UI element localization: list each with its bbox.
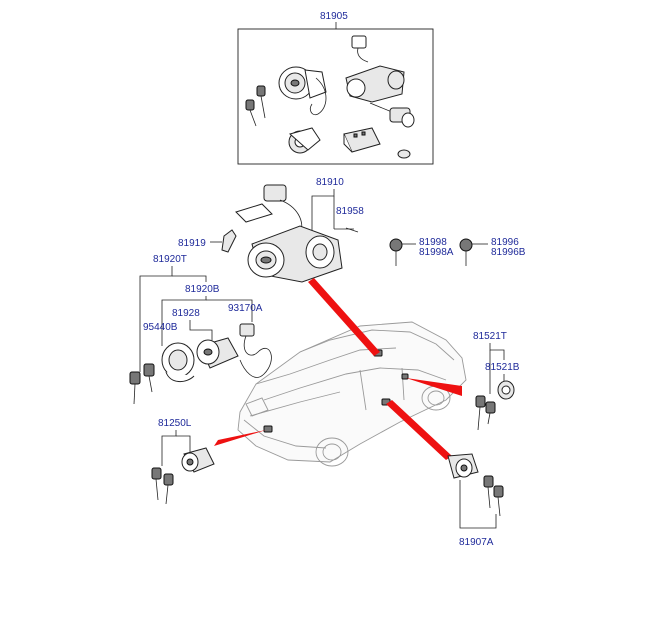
label-81907A: 81907A xyxy=(459,537,494,548)
label-81920B: 81920B xyxy=(185,284,220,295)
label-81998: 81998 xyxy=(419,237,447,248)
wiring-93170a xyxy=(239,323,272,378)
pointer-passenger-door xyxy=(386,400,452,460)
label-81920T: 81920T xyxy=(153,254,187,265)
label-81521T: 81521T xyxy=(473,331,507,342)
door-lock-81907a-group: 81907A xyxy=(447,453,504,548)
label-81905: 81905 xyxy=(320,11,348,22)
label-81910: 81910 xyxy=(316,177,344,188)
kit-box-outline xyxy=(237,28,434,165)
antenna-coil-95440b xyxy=(161,342,195,382)
kit-trunk-cylinder xyxy=(288,127,321,154)
label-81996: 81996 xyxy=(491,237,519,248)
ignition-lock-assembly-group: 81910 81958 xyxy=(235,177,364,283)
trunk-lock-parts xyxy=(151,447,215,505)
ignition-cylinder-81928 xyxy=(196,337,239,369)
label-81919: 81919 xyxy=(178,238,206,249)
kit-keys xyxy=(245,85,266,127)
label-81521B: 81521B xyxy=(485,362,520,373)
label-95440B: 95440B xyxy=(143,322,178,333)
keys-81920t xyxy=(129,363,155,405)
kit-ignition-cylinder xyxy=(278,66,327,116)
pointer-driver-door xyxy=(406,378,462,396)
kit-door-cylinder xyxy=(369,102,415,128)
label-81996B: 81996B xyxy=(491,247,526,258)
door-lock-81521t-group: 81521T 81521B xyxy=(473,331,520,431)
ignition-lock-body xyxy=(235,184,359,283)
kit-immobilizer-module xyxy=(343,127,411,159)
keys-81996-group: 81996 81996B xyxy=(459,237,526,266)
label-93170A: 93170A xyxy=(228,303,263,314)
label-81998A: 81998A xyxy=(419,247,454,258)
trunk-lock-81250l-group: 81250L xyxy=(151,418,215,505)
keys-81998-group: 81998 81998A xyxy=(389,237,454,266)
label-81958: 81958 xyxy=(336,206,364,217)
label-81928: 81928 xyxy=(172,308,200,319)
door-lock-81521-parts xyxy=(475,380,515,431)
pointer-ignition xyxy=(308,278,380,356)
pointer-trunk xyxy=(214,430,266,446)
lock-set-kit-group: 81905 xyxy=(237,11,434,165)
lock-set-81920t-group: 81920T 81920B 81928 93170A 95440B xyxy=(129,254,272,405)
red-pointer-arrows xyxy=(214,278,462,460)
sedan-outline xyxy=(237,321,467,467)
key-blank-81919-group: 81919 xyxy=(178,229,237,253)
kit-steering-lock xyxy=(345,35,405,103)
label-81250L: 81250L xyxy=(158,418,192,429)
door-lock-81907a-parts xyxy=(447,453,504,517)
